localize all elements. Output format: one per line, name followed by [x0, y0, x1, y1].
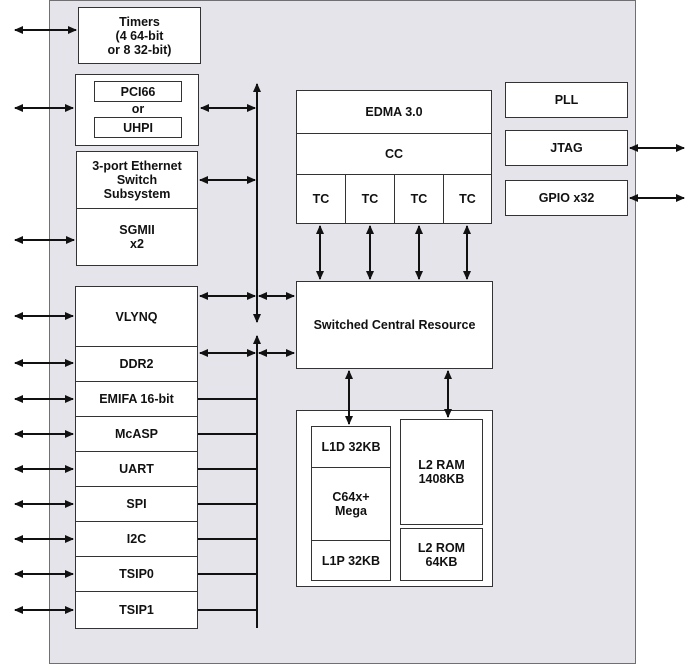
tc-block-3: TC: [394, 174, 444, 224]
i2c-block: I2C: [75, 521, 198, 557]
vlynq-block: VLYNQ: [75, 286, 198, 347]
uhpi-block: UHPI: [94, 117, 182, 138]
l2-ram-block: L2 RAM 1408KB: [400, 419, 483, 525]
sgmii-block: SGMII x2: [76, 208, 198, 266]
mcasp-block: McASP: [75, 416, 198, 452]
jtag-block: JTAG: [505, 130, 628, 166]
ethernet-switch-block: 3-port Ethernet Switch Subsystem: [76, 151, 198, 209]
pci66-block: PCI66: [94, 81, 182, 102]
switched-central-resource: Switched Central Resource: [296, 281, 493, 369]
c64x-core-block: C64x+ Mega: [311, 467, 391, 541]
uart-block: UART: [75, 451, 198, 487]
l2-rom-block: L2 ROM 64KB: [400, 528, 483, 581]
tsip1-block: TSIP1: [75, 591, 198, 629]
tc-block-4: TC: [443, 174, 492, 224]
tc-block-2: TC: [345, 174, 395, 224]
cc-block: CC: [296, 133, 492, 175]
or-label: or: [131, 102, 145, 116]
gpio-block: GPIO x32: [505, 180, 628, 216]
tc-block-1: TC: [296, 174, 346, 224]
timers-block: Timers (4 64-bit or 8 32-bit): [78, 7, 201, 64]
spi-block: SPI: [75, 486, 198, 522]
l1d-block: L1D 32KB: [311, 426, 391, 468]
pll-block: PLL: [505, 82, 628, 118]
emifa-block: EMIFA 16-bit: [75, 381, 198, 417]
l1p-block: L1P 32KB: [311, 540, 391, 581]
